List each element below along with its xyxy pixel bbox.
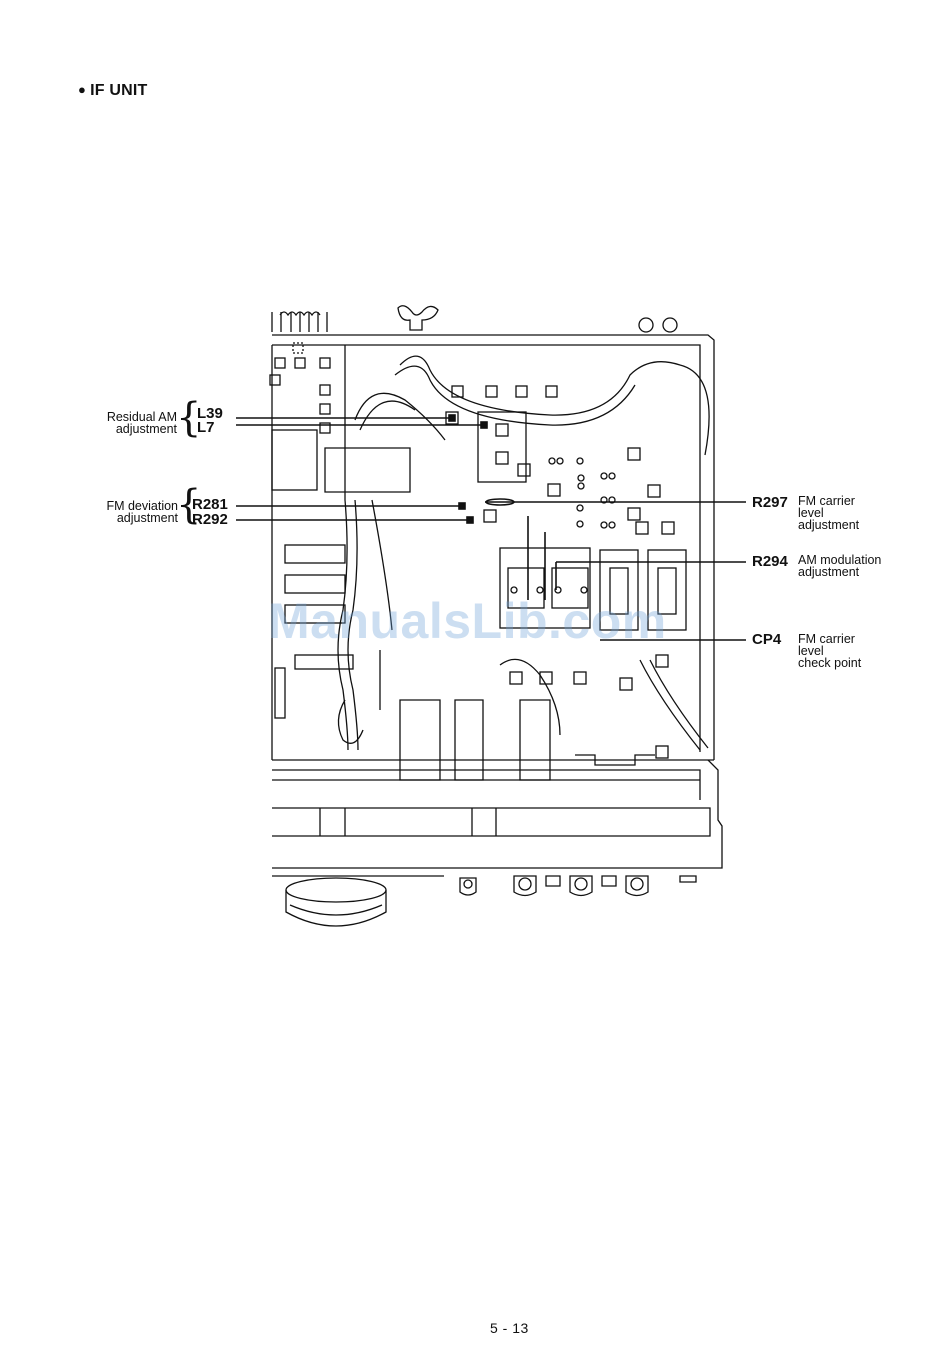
- am-modulation-adjustment-label: AM modulation adjustment: [798, 554, 881, 578]
- ref-l7: L7: [197, 420, 215, 435]
- ref-cp4: CP4: [752, 632, 781, 647]
- fm-deviation-label: FM deviation adjustment: [80, 500, 178, 524]
- page-number: 5 - 13: [490, 1320, 529, 1336]
- ref-r292: R292: [192, 512, 228, 527]
- ref-r294: R294: [752, 554, 788, 569]
- watermark: ManualsLib.com: [268, 592, 667, 650]
- ref-r281: R281: [192, 497, 228, 512]
- fm-carrier-level-check-point-label: FM carrier level check point: [798, 633, 861, 669]
- fm-carrier-level-adjustment-label: FM carrier level adjustment: [798, 495, 859, 531]
- residual-am-label: Residual AM adjustment: [80, 411, 177, 435]
- ref-r297: R297: [752, 495, 788, 510]
